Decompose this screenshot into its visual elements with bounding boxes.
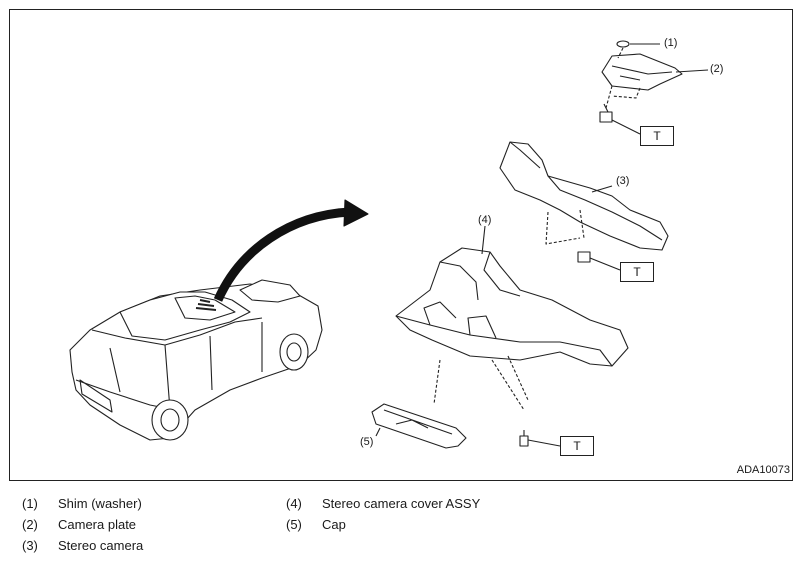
legend-item: (2) Camera plate	[22, 517, 136, 532]
legend-number: (2)	[22, 517, 38, 532]
diagram-frame	[9, 9, 793, 481]
legend-number: (1)	[22, 496, 38, 511]
vehicle-illustration	[69, 279, 323, 441]
legend-label: Stereo camera cover ASSY	[322, 496, 481, 511]
camera-cover-illustration	[395, 225, 629, 447]
torque-marker: T	[560, 436, 594, 456]
torque-marker: T	[640, 126, 674, 146]
location-arrow	[213, 207, 351, 302]
legend-label: Cap	[322, 517, 346, 532]
camera-plate-illustration	[599, 40, 709, 135]
legend-number: (4)	[286, 496, 302, 511]
stereo-camera-illustration	[499, 141, 669, 271]
legend-number: (3)	[22, 538, 38, 553]
callout-4: (4)	[478, 214, 492, 226]
callout-2: (2)	[710, 63, 724, 75]
legend-item: (5) Cap	[286, 517, 346, 532]
callout-5: (5)	[360, 436, 374, 448]
legend-number: (5)	[286, 517, 302, 532]
legend-item: (1) Shim (washer)	[22, 496, 142, 511]
legend-label: Stereo camera	[58, 538, 144, 553]
legend-item: (4) Stereo camera cover ASSY	[286, 496, 480, 511]
cap-illustration	[371, 403, 467, 449]
torque-marker: T	[620, 262, 654, 282]
legend-label: Shim (washer)	[58, 496, 142, 511]
figure-id: ADA10073	[736, 464, 790, 476]
callout-3: (3)	[616, 175, 630, 187]
legend-item: (3) Stereo camera	[22, 538, 143, 553]
callout-1: (1)	[664, 37, 678, 49]
legend-label: Camera plate	[58, 517, 137, 532]
